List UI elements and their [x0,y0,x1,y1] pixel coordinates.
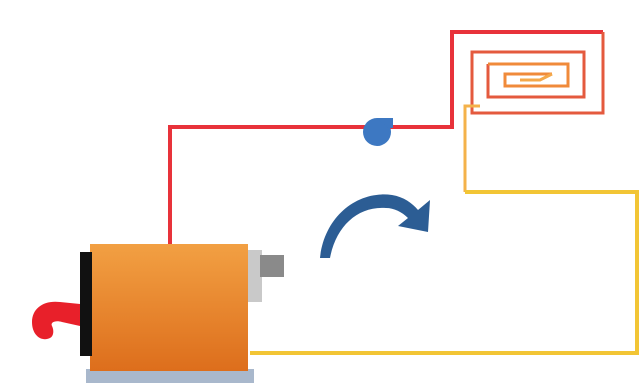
clockwise-flow-arrow-icon [320,194,430,258]
underfloor-heating-coil [463,32,605,192]
boiler-front-plate [80,252,92,356]
coil-return-branch [463,104,480,192]
coil-inner-loop [520,72,553,82]
coil-middle-loop [488,62,570,88]
return-pipe [250,190,639,355]
circulation-pump-icon [363,118,393,146]
flue-connector [248,250,284,302]
boiler-body [90,244,248,371]
supply-pipe [168,30,603,246]
coil-outer-loop [470,32,605,115]
burner-flame-icon [32,301,80,340]
boiler-base [86,369,254,383]
